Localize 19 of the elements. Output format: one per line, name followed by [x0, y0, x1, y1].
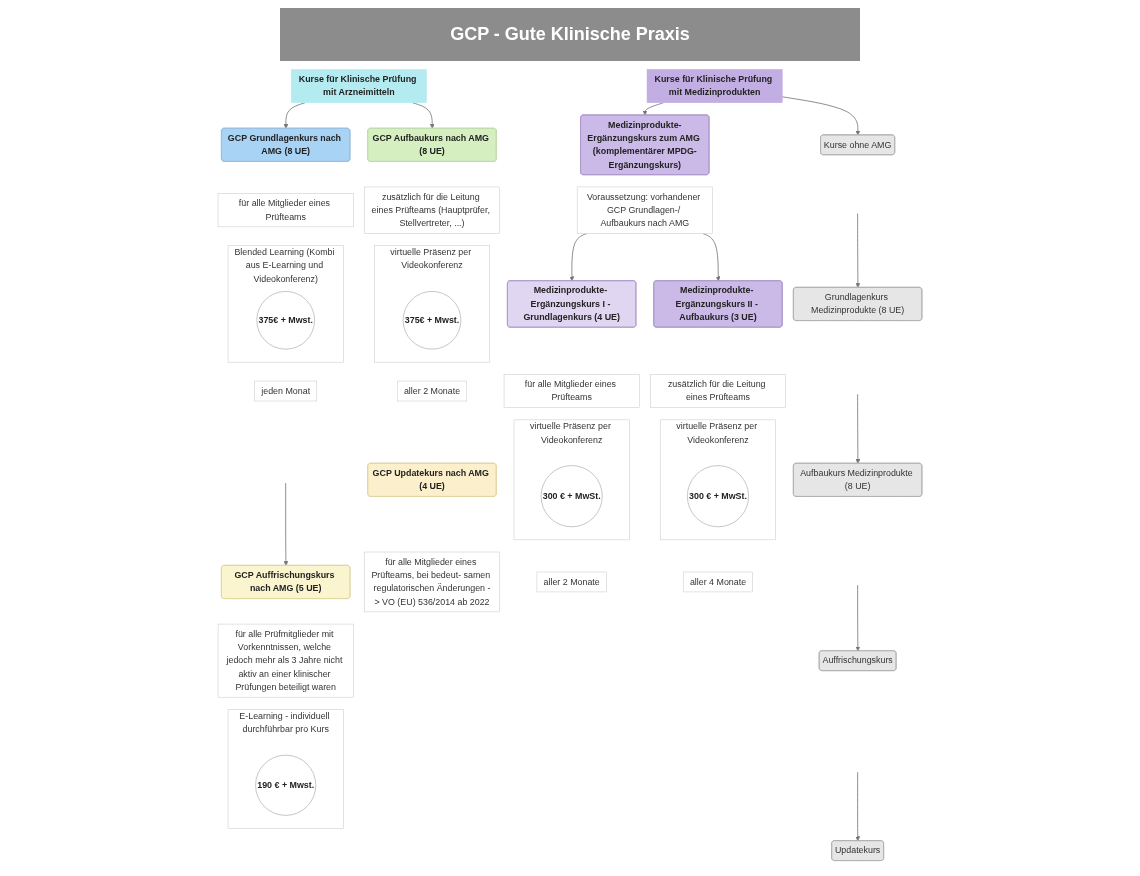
- node-box: aller 4 Monate: [682, 571, 753, 593]
- node-box: zusätzlich für die Leitung eines Prüfteams (Hauptprüfer, Stellvertreter, ...): [364, 186, 500, 234]
- node-circle: 375€ + Mwst.: [256, 291, 315, 350]
- node-box: Kurse für Klinische Prüfung mit Arzneimitteln: [290, 69, 427, 103]
- node-circle: 300 € + MwSt.: [540, 465, 603, 528]
- node-circle: 190 € + Mwst.: [255, 754, 317, 816]
- node-box: Kurse für Klinische Prüfung mit Medizinprodukten: [646, 69, 783, 103]
- node-circle: 300 € + MwSt.: [687, 465, 749, 528]
- node-box: für alle Mitglieder eines Prüfteams: [217, 193, 354, 228]
- node-circle: 375€ + Mwst.: [402, 291, 462, 350]
- node-box: aller 2 Monate: [397, 380, 468, 402]
- node-box: für alle Mitglieder eines Prüfteams, bei bedeut- samen regulatorischen Änderungen -> VO (EU) 536/2014 ab 2022: [364, 551, 500, 613]
- title-banner: GCP - Gute Klinische Praxis: [280, 8, 860, 61]
- node-box: Voraussetzung: vorhandener GCP Grundlagen-/ Aufbaukurs nach AMG: [576, 186, 713, 234]
- node-box: zusätzlich für die Leitung eines Prüfteams: [650, 374, 786, 408]
- node-box: jeden Monat: [254, 380, 317, 402]
- node-box: aller 2 Monate: [536, 571, 607, 593]
- node-box: für alle Mitglieder eines Prüfteams: [503, 374, 640, 408]
- node-box: für alle Prüfmitglieder mit Vorkenntnissen, welche jedoch mehr als 3 Jahre nicht aktiv an einer klinischer Prüfungen beteiligt waren: [217, 623, 354, 698]
